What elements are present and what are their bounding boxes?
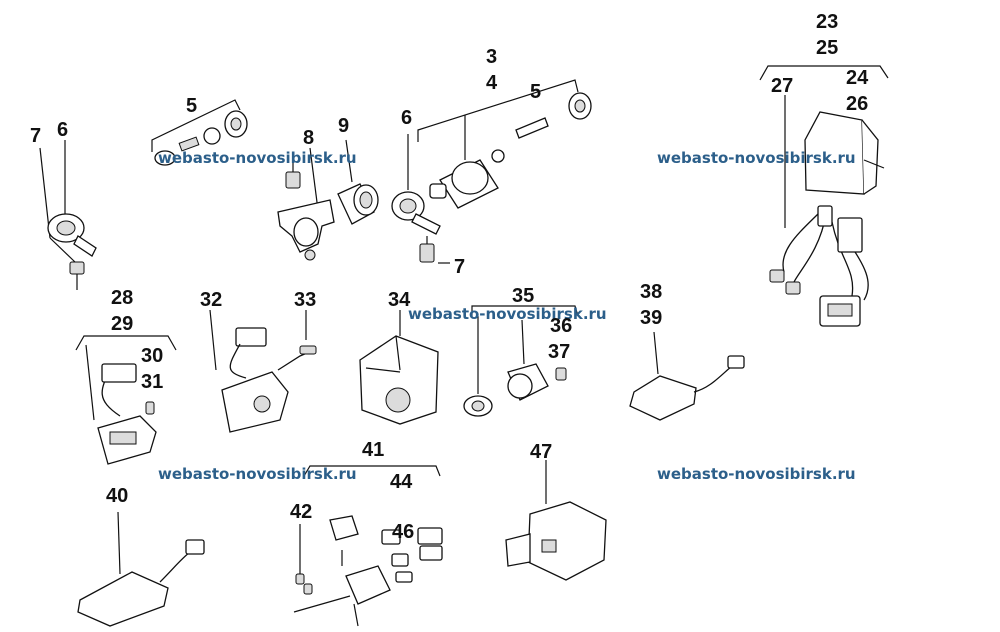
part-38-39-sensor (629, 331, 745, 421)
part-5-left-group (151, 99, 248, 166)
part-9-sleeve (337, 139, 379, 225)
part-23-27-control-unit (759, 65, 889, 327)
part-28-31-control-panel (75, 335, 177, 465)
part-35-37-switch (463, 305, 579, 417)
part-32-33-timer (209, 309, 317, 433)
part-label-5: 5 (530, 81, 541, 103)
part-label-25: 25 (816, 37, 838, 59)
part-40-resistor (77, 511, 205, 627)
part-label-31: 31 (141, 371, 163, 393)
part-label-23: 23 (816, 11, 838, 33)
part-label-34: 34 (388, 289, 411, 311)
part-label-3: 3 (486, 46, 497, 68)
part-label-8: 8 (303, 127, 314, 149)
part-label-44: 44 (390, 471, 413, 493)
part-label-36: 36 (550, 315, 572, 337)
part-label-6: 6 (57, 119, 68, 141)
part-label-32: 32 (200, 289, 222, 311)
part-label-35: 35 (512, 285, 534, 307)
part-47-relay (505, 460, 607, 581)
watermark-bottom-right: webasto-novosibirsk.ru (657, 465, 856, 483)
part-label-7: 7 (30, 125, 41, 147)
part-clamp-left (39, 140, 97, 290)
watermark-middle: webasto-novosibirsk.ru (408, 305, 607, 323)
part-34-module (359, 310, 439, 425)
part-label-30: 30 (141, 345, 163, 367)
part-41-46-fuse-group (293, 465, 443, 627)
part-label-42: 42 (290, 501, 312, 523)
part-label-46: 46 (392, 521, 414, 543)
part-label-7: 7 (454, 256, 465, 278)
part-label-6: 6 (401, 107, 412, 129)
part-label-33: 33 (294, 289, 316, 311)
part-label-37: 37 (548, 341, 570, 363)
part-label-24: 24 (846, 67, 869, 89)
part-label-40: 40 (106, 485, 128, 507)
part-label-9: 9 (338, 115, 349, 137)
part-8-bracket (277, 147, 335, 261)
part-label-41: 41 (362, 439, 384, 461)
part-label-26: 26 (846, 93, 868, 115)
watermark-top-left: webasto-novosibirsk.ru (158, 149, 357, 167)
part-label-47: 47 (530, 441, 552, 463)
part-3-4-pump (391, 79, 592, 264)
watermark-bottom-left: webasto-novosibirsk.ru (158, 465, 357, 483)
watermark-top-right: webasto-novosibirsk.ru (657, 149, 856, 167)
part-label-28: 28 (111, 287, 133, 309)
part-label-38: 38 (640, 281, 662, 303)
part-label-4: 4 (486, 72, 498, 94)
part-label-5: 5 (186, 95, 197, 117)
part-label-27: 27 (771, 75, 793, 97)
part-label-29: 29 (111, 313, 133, 335)
part-label-39: 39 (640, 307, 662, 329)
